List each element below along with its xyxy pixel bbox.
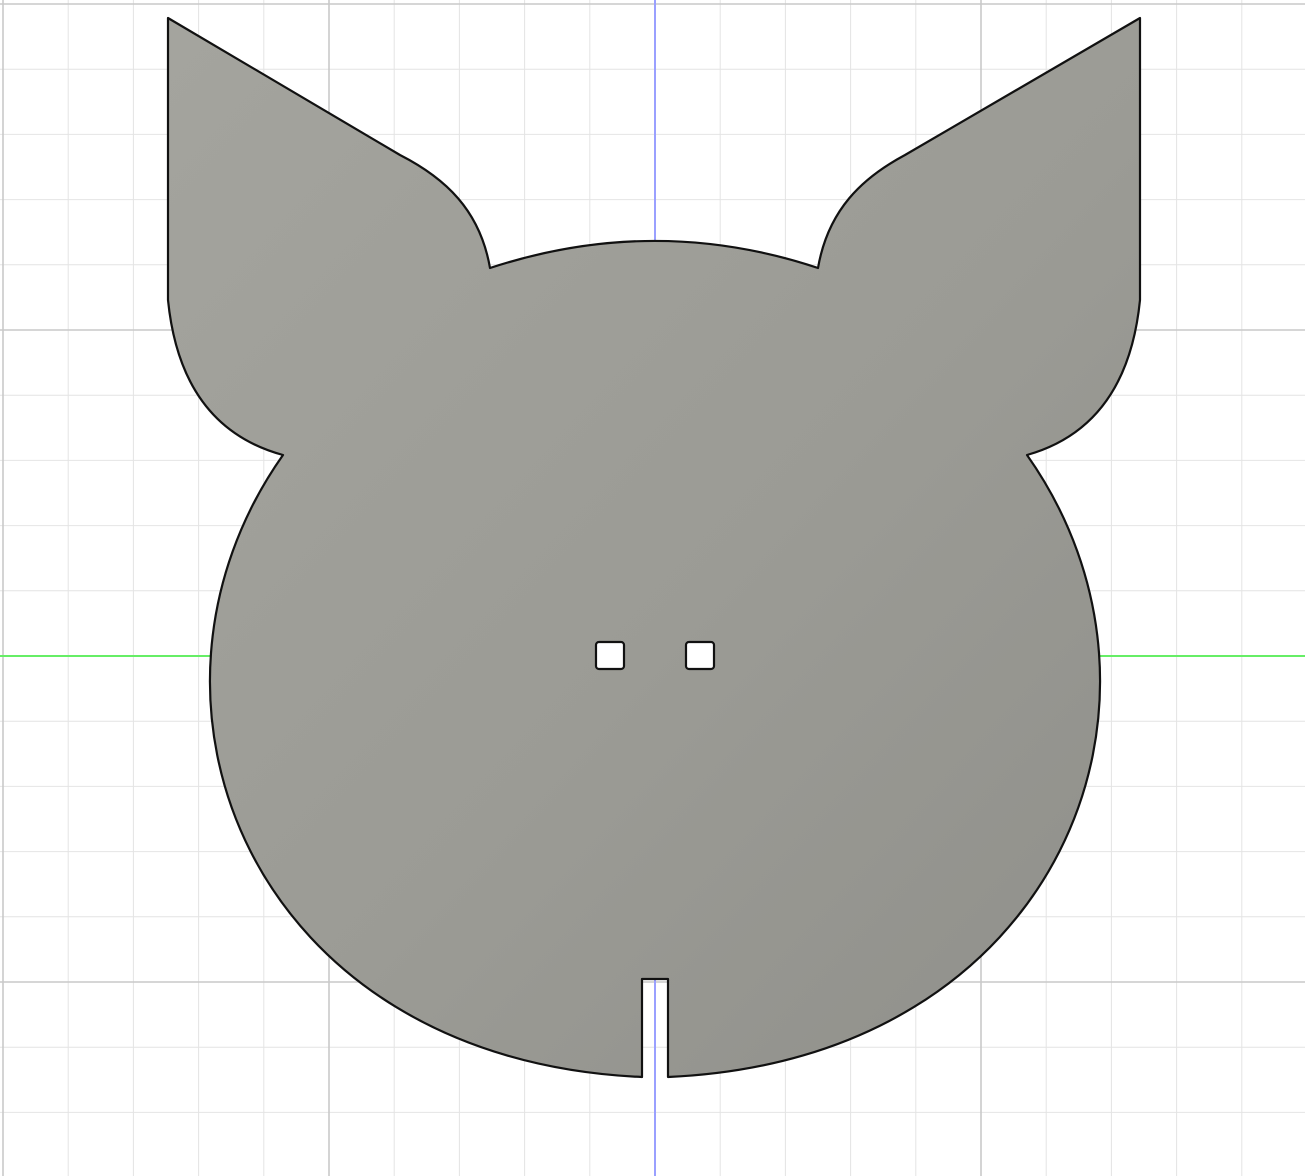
- right-nostril-hole[interactable]: [684, 640, 716, 671]
- left-nostril-hole[interactable]: [594, 640, 626, 671]
- pig-head-body[interactable]: [166, 16, 1142, 1079]
- pig-head-profile[interactable]: [166, 16, 1142, 1079]
